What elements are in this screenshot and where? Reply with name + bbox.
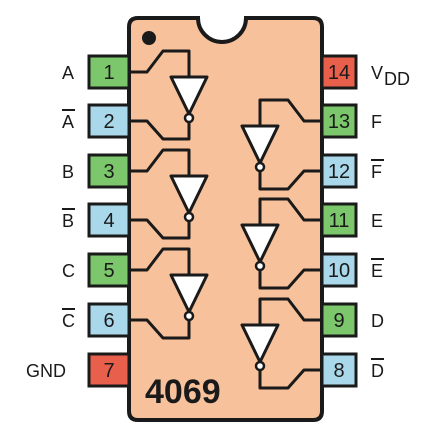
pin-3-number: 3: [103, 161, 114, 183]
pin-13: 13: [320, 103, 358, 139]
gate-b-input-wire: [127, 148, 191, 178]
pin-1-pad: [87, 54, 131, 90]
pin-14-signal-label: V: [371, 63, 383, 83]
pin-4: 4: [87, 202, 131, 238]
pin-10-number: 10: [328, 260, 350, 282]
gate-e-inverter-bubble: [254, 260, 266, 272]
pin-7-number: 7: [103, 360, 114, 382]
gate-e-input-wire: [258, 197, 324, 227]
pin-4-signal-label: B: [62, 211, 74, 231]
pin-1-signal-label: A: [62, 63, 74, 83]
pin-6-number: 6: [103, 310, 114, 332]
pin-1: 1: [87, 54, 131, 90]
pin-12-pad: [320, 153, 358, 189]
pin-5: 5: [87, 252, 131, 288]
pin-9-pad: [320, 302, 358, 338]
pin-11-number: 11: [329, 210, 350, 232]
gate-b-inverter-bubble: [183, 211, 195, 223]
gate-d-inverter-bubble: [254, 360, 266, 372]
pin-7: 7: [87, 352, 131, 388]
pin-1-number: 1: [103, 62, 114, 84]
gate-c-input-wire: [127, 247, 191, 277]
pin-4-number: 4: [103, 210, 114, 232]
pin-9: 9: [320, 302, 358, 338]
pin-9-signal-label: D: [371, 311, 384, 331]
pin-13-number: 13: [328, 111, 350, 133]
gate-a-input-wire: [127, 49, 191, 79]
pin1-indicator-dot: [142, 31, 156, 45]
pin-13-signal-label: F: [371, 112, 382, 132]
pin-12: 12: [320, 153, 358, 189]
pin-5-number: 5: [103, 260, 114, 282]
pin-11-pad: [320, 202, 358, 238]
pin-3-pad: [87, 153, 131, 189]
pin-14-pad: [320, 54, 358, 90]
pin-8-number: 8: [333, 360, 344, 382]
right-pin-row: 14 13 12 11 10 9 8: [320, 54, 358, 388]
pin-6-pad: [87, 302, 131, 338]
pin-10-signal-label: E: [371, 261, 383, 281]
pin-13-pad: [320, 103, 358, 139]
pin-12-number: 12: [328, 161, 350, 183]
pin-11-signal-label: E: [371, 211, 383, 231]
pin-8-pad: [320, 352, 358, 388]
gate-c-inverter: [169, 273, 209, 314]
pin-6: 6: [87, 302, 131, 338]
pin-2-pad: [87, 103, 131, 139]
pin-3: 3: [87, 153, 131, 189]
gate-f-input-wire: [258, 98, 324, 128]
gate-e-output-wire: [258, 268, 324, 290]
gate-e-inverter: [240, 223, 280, 264]
pin-12-signal-label: F: [371, 162, 382, 182]
pin-9-number: 9: [333, 310, 344, 332]
gate-f-inverter: [240, 124, 280, 165]
pin-14-signal-subscript: DD: [384, 69, 410, 89]
gate-f-output-wire: [258, 169, 324, 191]
pin-5-pad: [87, 252, 131, 288]
chip-body: [127, 16, 324, 422]
pin-3-signal-label: B: [62, 162, 74, 182]
gate-d-output-wire: [258, 368, 324, 390]
part-number: 4069: [145, 373, 221, 411]
gate-d-inverter: [240, 323, 280, 364]
pin-2-number: 2: [103, 111, 114, 133]
inverter-gates: [169, 75, 280, 372]
pin-8-signal-label: D: [371, 361, 384, 381]
pin-2-signal-label: A: [62, 112, 74, 132]
gate-a-output-wire: [127, 119, 191, 141]
gate-a-inverter: [169, 75, 209, 116]
gate-c-output-wire: [127, 318, 191, 340]
pin-10: 10: [320, 252, 358, 288]
pin-6-signal-label: C: [62, 311, 75, 331]
pin-11: 11: [320, 202, 358, 238]
pin-2: 2: [87, 103, 131, 139]
internal-wiring: [127, 49, 324, 390]
pin-8: 8: [320, 352, 358, 388]
gate-a-inverter-bubble: [183, 112, 195, 124]
pin-10-pad: [320, 252, 358, 288]
gate-c-inverter-bubble: [183, 310, 195, 322]
gate-b-output-wire: [127, 218, 191, 240]
gate-f-inverter-bubble: [254, 161, 266, 173]
pin-14-number: 14: [328, 62, 350, 84]
pin-4-pad: [87, 202, 131, 238]
left-pin-row: 1 2 3 4 5 6 7: [87, 54, 131, 388]
pin-14: 14: [320, 54, 358, 90]
gate-b-inverter: [169, 174, 209, 215]
pin-5-signal-label: C: [62, 261, 75, 281]
pin-7-signal-label: GND: [26, 361, 66, 381]
gate-d-input-wire: [258, 297, 324, 327]
pin-7-pad: [87, 352, 131, 388]
